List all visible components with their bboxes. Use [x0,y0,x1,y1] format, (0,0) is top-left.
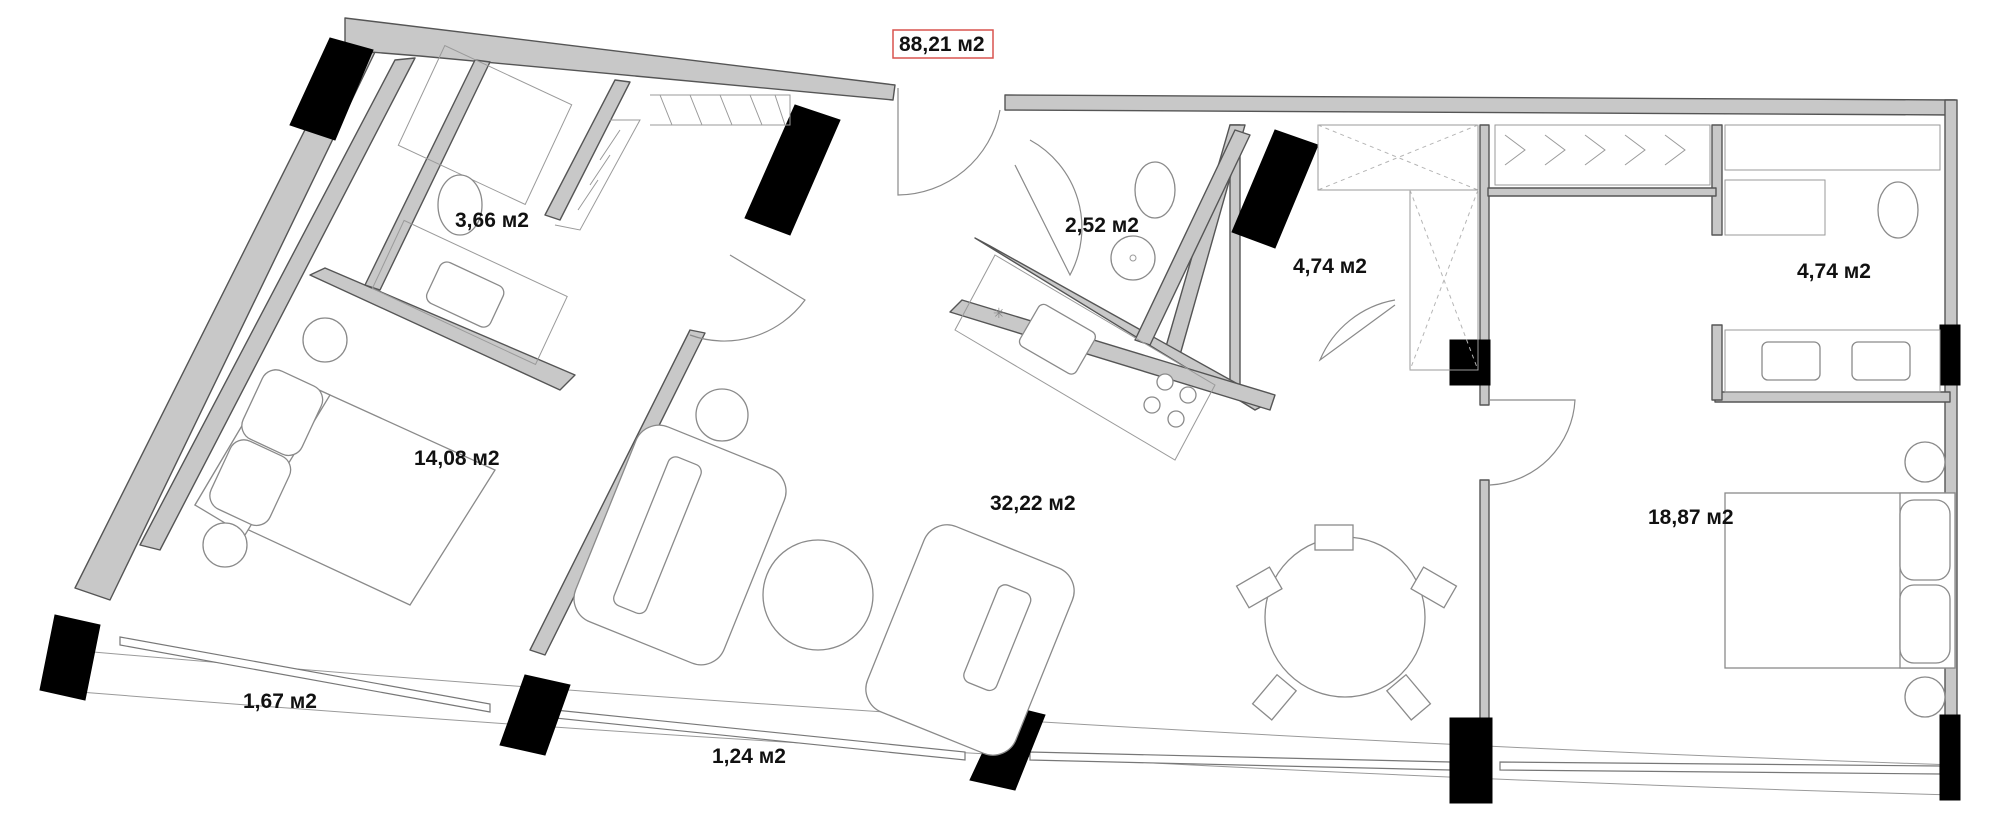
bedroom-b-nightstand-1 [1904,441,1946,483]
wall-right [1944,99,1958,791]
living-coffee-table [762,539,874,651]
pillar-4 [39,614,101,701]
total-area-box [892,29,994,59]
bedroom-b-bed [1724,492,1956,669]
door-wc [1014,139,1083,277]
bathroom-b-shower [1724,179,1826,236]
area-label-balcony-a: 1,67 м2 [243,690,317,713]
door-entry [897,88,1001,196]
wall-wardrobe-b [1487,187,1717,197]
wc-toilet [1134,161,1176,219]
bedroom-a-nightstand-2 [202,522,248,568]
area-label-bedroom-a: 14,08 м2 [414,447,500,470]
area-label-wardrobe: 4,74 м2 [1293,255,1367,278]
living-sofa-left [573,424,787,666]
wardrobe-a-shelves [554,94,791,231]
pillar-5 [499,674,571,756]
wall-bathroom-b-left [1711,124,1723,236]
living-dining-set [1235,524,1458,721]
bathroom-b-bath [1724,124,1941,171]
bedroom-a-nightstand-1 [302,317,348,363]
wall-bathroom-a [309,267,576,391]
wc-sink [1110,235,1156,281]
pillar-1 [289,37,374,141]
balcony-rail-4 [1499,761,1941,775]
area-label-wc: 2,52 м2 [1065,214,1139,237]
kitchen-counter [954,254,1216,461]
kitchen-fan-icon: ✳ [993,306,1005,322]
bathroom-b-sink-2 [1851,341,1911,381]
wall-left-inner [139,57,416,551]
wc-sink-drain [1129,254,1137,262]
wall-wc-side [1134,129,1251,346]
wardrobe-corridor-cabinets [1317,124,1479,371]
pillar-9 [1449,339,1491,386]
bathroom-b-sink-1 [1761,341,1821,381]
wall-bathroom-a-top [364,59,491,291]
door-living [689,254,806,342]
kitchen-sink [1018,303,1097,375]
area-label-living-room: 32,22 м2 [990,492,1076,515]
door-wardrobe [1318,299,1396,362]
area-label-bedroom-b: 18,87 м2 [1648,506,1734,529]
bathroom-b-toilet [1877,181,1919,239]
bedroom-a-bed [194,369,496,606]
pillar-3 [1231,129,1319,249]
bathroom-a-sink [425,261,505,328]
living-sofa-right [865,524,1075,756]
pillar-10 [1939,324,1961,386]
wall-bathroom-b-left-2 [1711,324,1723,401]
bathroom-a-sink-counter [371,219,568,366]
living-plant [695,388,749,442]
bathroom-a-toilet [437,174,483,236]
door-bedroom-b [1489,399,1576,486]
wall-wardrobe-top [544,79,631,221]
bathroom-b-counter [1724,329,1941,393]
area-label-bathroom-a: 3,66 м2 [455,209,529,232]
area-label-bathroom-b: 4,74 м2 [1797,260,1871,283]
total-area-label: 88,21 м2 [899,33,985,56]
wall-partition-bedroom-b [1479,479,1490,721]
wall-partition-bedroom-b-top [1479,124,1490,406]
pillar-8 [1939,714,1961,801]
bedroom-b-nightstand-2 [1904,676,1946,718]
area-label-balcony-b: 1,24 м2 [712,745,786,768]
wall-bathroom-b-bottom [1714,391,1951,403]
wardrobe-b-shelves [1494,124,1711,186]
wall-top-right [1004,94,1956,116]
pillar-7 [1449,717,1493,804]
balcony-rail [119,636,491,713]
pillar-2 [744,104,841,236]
kitchen-hob [1143,373,1197,428]
